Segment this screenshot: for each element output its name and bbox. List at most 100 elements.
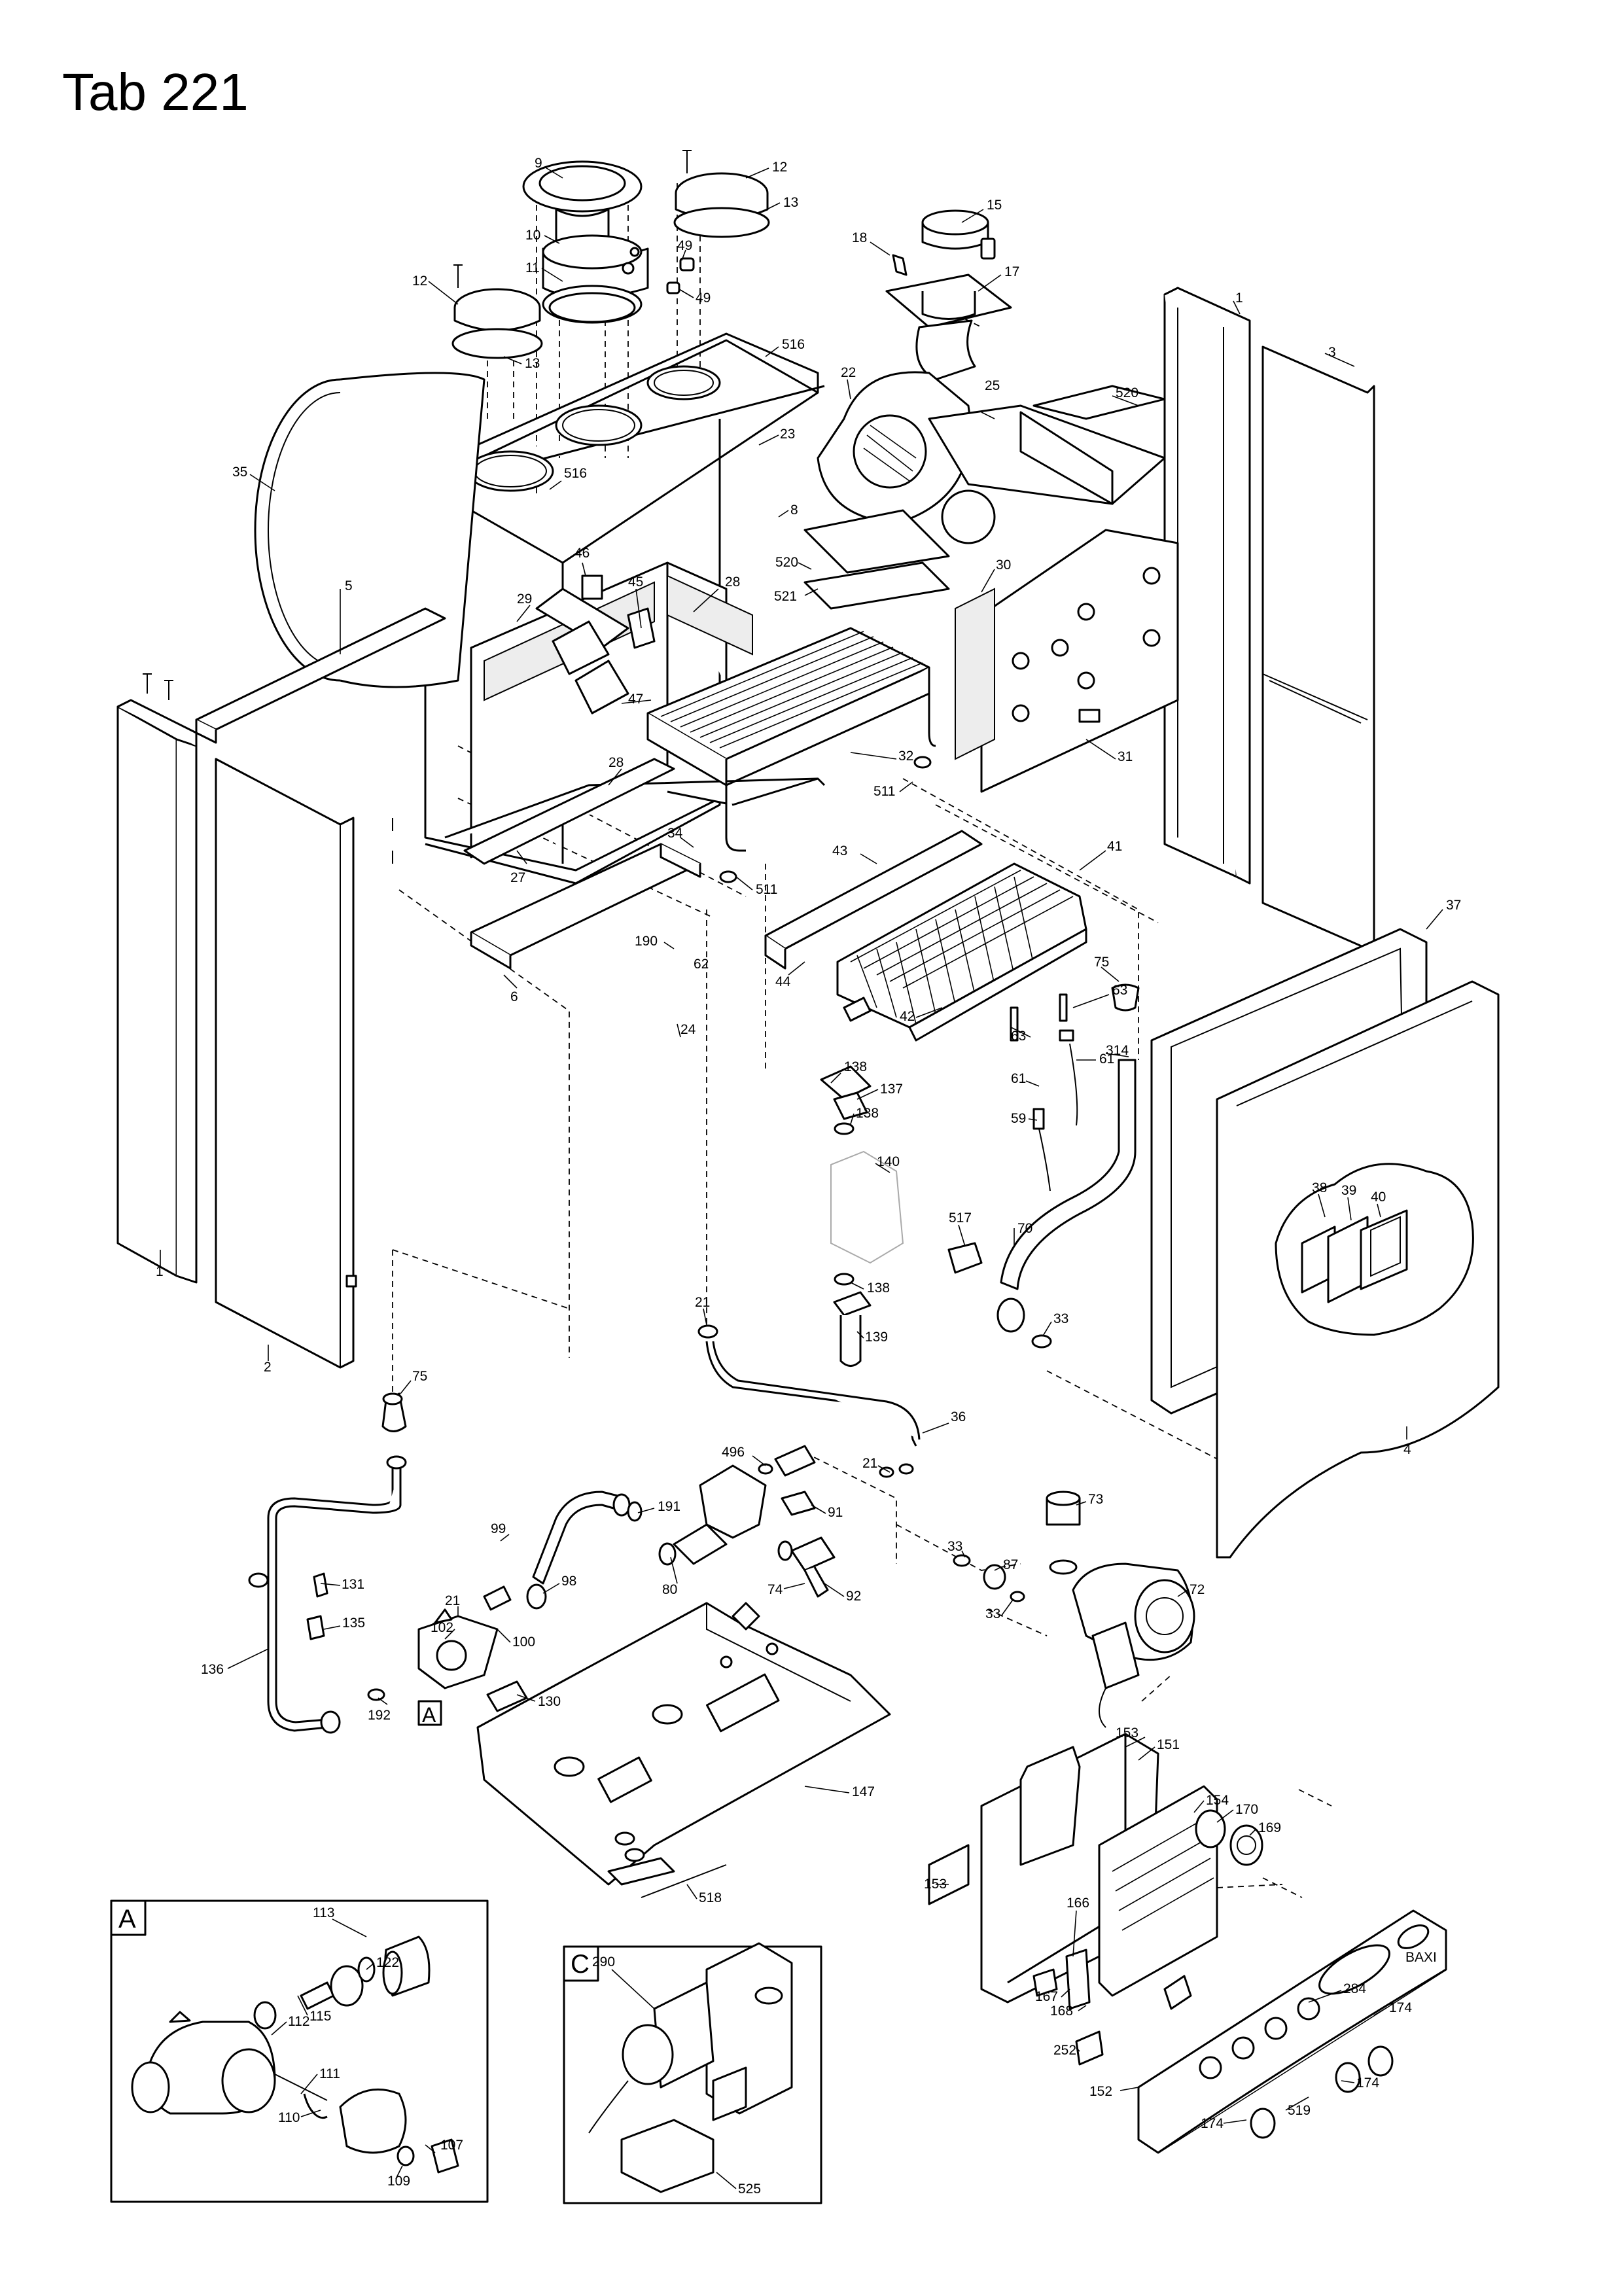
callout-190: 190 <box>635 934 658 949</box>
page-title: Tab 221 <box>62 63 249 121</box>
callout-27: 27 <box>510 870 525 885</box>
callout-98: 98 <box>561 1574 576 1589</box>
callout-166: 166 <box>1067 1896 1089 1911</box>
callout-17: 17 <box>1004 264 1019 279</box>
callout-5: 5 <box>345 578 353 593</box>
callout-1: 1 <box>156 1264 164 1279</box>
callout-37: 37 <box>1446 898 1461 913</box>
fan-hood-assembly <box>803 209 1166 610</box>
inset-c-letter: C <box>571 1950 590 1979</box>
heat-exchanger <box>646 627 936 883</box>
callout-131: 131 <box>342 1577 364 1592</box>
callout-110: 110 <box>278 2110 300 2125</box>
callout-99: 99 <box>491 1521 506 1536</box>
callout-43: 43 <box>832 843 847 858</box>
callout-75: 75 <box>412 1369 427 1384</box>
callout-525: 525 <box>738 2181 761 2197</box>
pump <box>953 1491 1195 1728</box>
callout-61: 61 <box>1099 1051 1114 1067</box>
callout-152: 152 <box>1089 2084 1112 2099</box>
callout-518: 518 <box>699 1890 722 1905</box>
callout-59: 59 <box>1011 1111 1026 1126</box>
callout-63: 63 <box>1112 983 1127 998</box>
callout-511: 511 <box>873 784 895 799</box>
callout-21: 21 <box>862 1456 877 1471</box>
callout-519: 519 <box>1288 2103 1311 2118</box>
flue-outlet-assembly <box>451 150 770 359</box>
callout-174: 174 <box>1201 2116 1224 2131</box>
callout-33: 33 <box>947 1539 962 1554</box>
callout-140: 140 <box>877 1154 900 1169</box>
callout-47: 47 <box>628 692 643 707</box>
callout-28: 28 <box>608 755 624 770</box>
callout-34: 34 <box>667 826 683 841</box>
callout-13: 13 <box>783 195 798 210</box>
main-frame <box>392 332 826 970</box>
callout-284: 284 <box>1343 1981 1366 1996</box>
combustion-cover <box>955 529 1179 793</box>
expansion-vessel <box>195 372 485 744</box>
callout-38: 38 <box>1312 1180 1327 1195</box>
leader-lines <box>160 166 1443 2189</box>
callout-75: 75 <box>1094 955 1109 970</box>
callout-4: 4 <box>1403 1442 1411 1457</box>
callout-102: 102 <box>431 1620 453 1635</box>
callout-1: 1 <box>1235 291 1243 306</box>
callout-12: 12 <box>412 274 427 289</box>
callout-33: 33 <box>985 1606 1000 1621</box>
callout-29: 29 <box>517 592 532 607</box>
callout-31: 31 <box>1118 749 1133 764</box>
callout-252: 252 <box>1053 2043 1076 2058</box>
callout-135: 135 <box>342 1616 365 1631</box>
callout-74: 74 <box>767 1582 783 1597</box>
callout-46: 46 <box>574 546 590 561</box>
inset-a-marker: A <box>417 1700 442 1727</box>
callout-167: 167 <box>1035 1989 1058 2004</box>
gas-valve-outline <box>820 1065 904 1367</box>
callout-61: 61 <box>1011 1071 1026 1086</box>
callout-516: 516 <box>782 337 805 352</box>
callout-153: 153 <box>1116 1725 1138 1740</box>
callout-40: 40 <box>1371 1190 1386 1205</box>
callout-72: 72 <box>1190 1582 1205 1597</box>
callout-labels: 9 12 13 10 49 11 49 12 13 15 18 17 1 3 5… <box>156 156 1461 2197</box>
callout-139: 139 <box>865 1330 888 1345</box>
callout-49: 49 <box>677 238 692 253</box>
callout-25: 25 <box>985 378 1000 393</box>
callout-517: 517 <box>949 1210 972 1226</box>
callout-28: 28 <box>725 574 740 590</box>
callout-15: 15 <box>987 198 1002 213</box>
callout-109: 109 <box>387 2174 410 2189</box>
callout-511: 511 <box>756 882 777 897</box>
callout-36: 36 <box>951 1409 966 1424</box>
callout-107: 107 <box>440 2138 463 2153</box>
electrodes-and-pipe <box>947 983 1140 1349</box>
callout-191: 191 <box>658 1499 680 1514</box>
callout-496: 496 <box>722 1445 745 1460</box>
callout-11: 11 <box>525 260 540 275</box>
panel-brand-text: BAXI <box>1405 1950 1437 1965</box>
callout-2: 2 <box>264 1360 272 1375</box>
callout-169: 169 <box>1258 1820 1281 1835</box>
callout-9: 9 <box>535 156 542 171</box>
callout-3: 3 <box>1328 345 1336 360</box>
callout-32: 32 <box>898 749 913 764</box>
callout-170: 170 <box>1235 1802 1258 1817</box>
callout-192: 192 <box>368 1708 391 1723</box>
callout-138: 138 <box>844 1059 867 1074</box>
callout-153: 153 <box>924 1877 947 1892</box>
callout-30: 30 <box>996 557 1011 573</box>
callout-62: 62 <box>694 957 709 972</box>
callout-136: 136 <box>201 1662 224 1677</box>
callout-91: 91 <box>828 1505 843 1520</box>
callout-154: 154 <box>1206 1793 1229 1808</box>
callout-122: 122 <box>376 1955 399 1970</box>
callout-520: 520 <box>1116 385 1138 400</box>
callout-80: 80 <box>662 1582 677 1597</box>
callout-6: 6 <box>510 989 518 1004</box>
callout-137: 137 <box>880 1082 903 1097</box>
callout-147: 147 <box>852 1784 875 1799</box>
callout-13: 13 <box>525 356 540 371</box>
callout-521: 521 <box>774 589 797 604</box>
callout-42: 42 <box>900 1009 915 1024</box>
